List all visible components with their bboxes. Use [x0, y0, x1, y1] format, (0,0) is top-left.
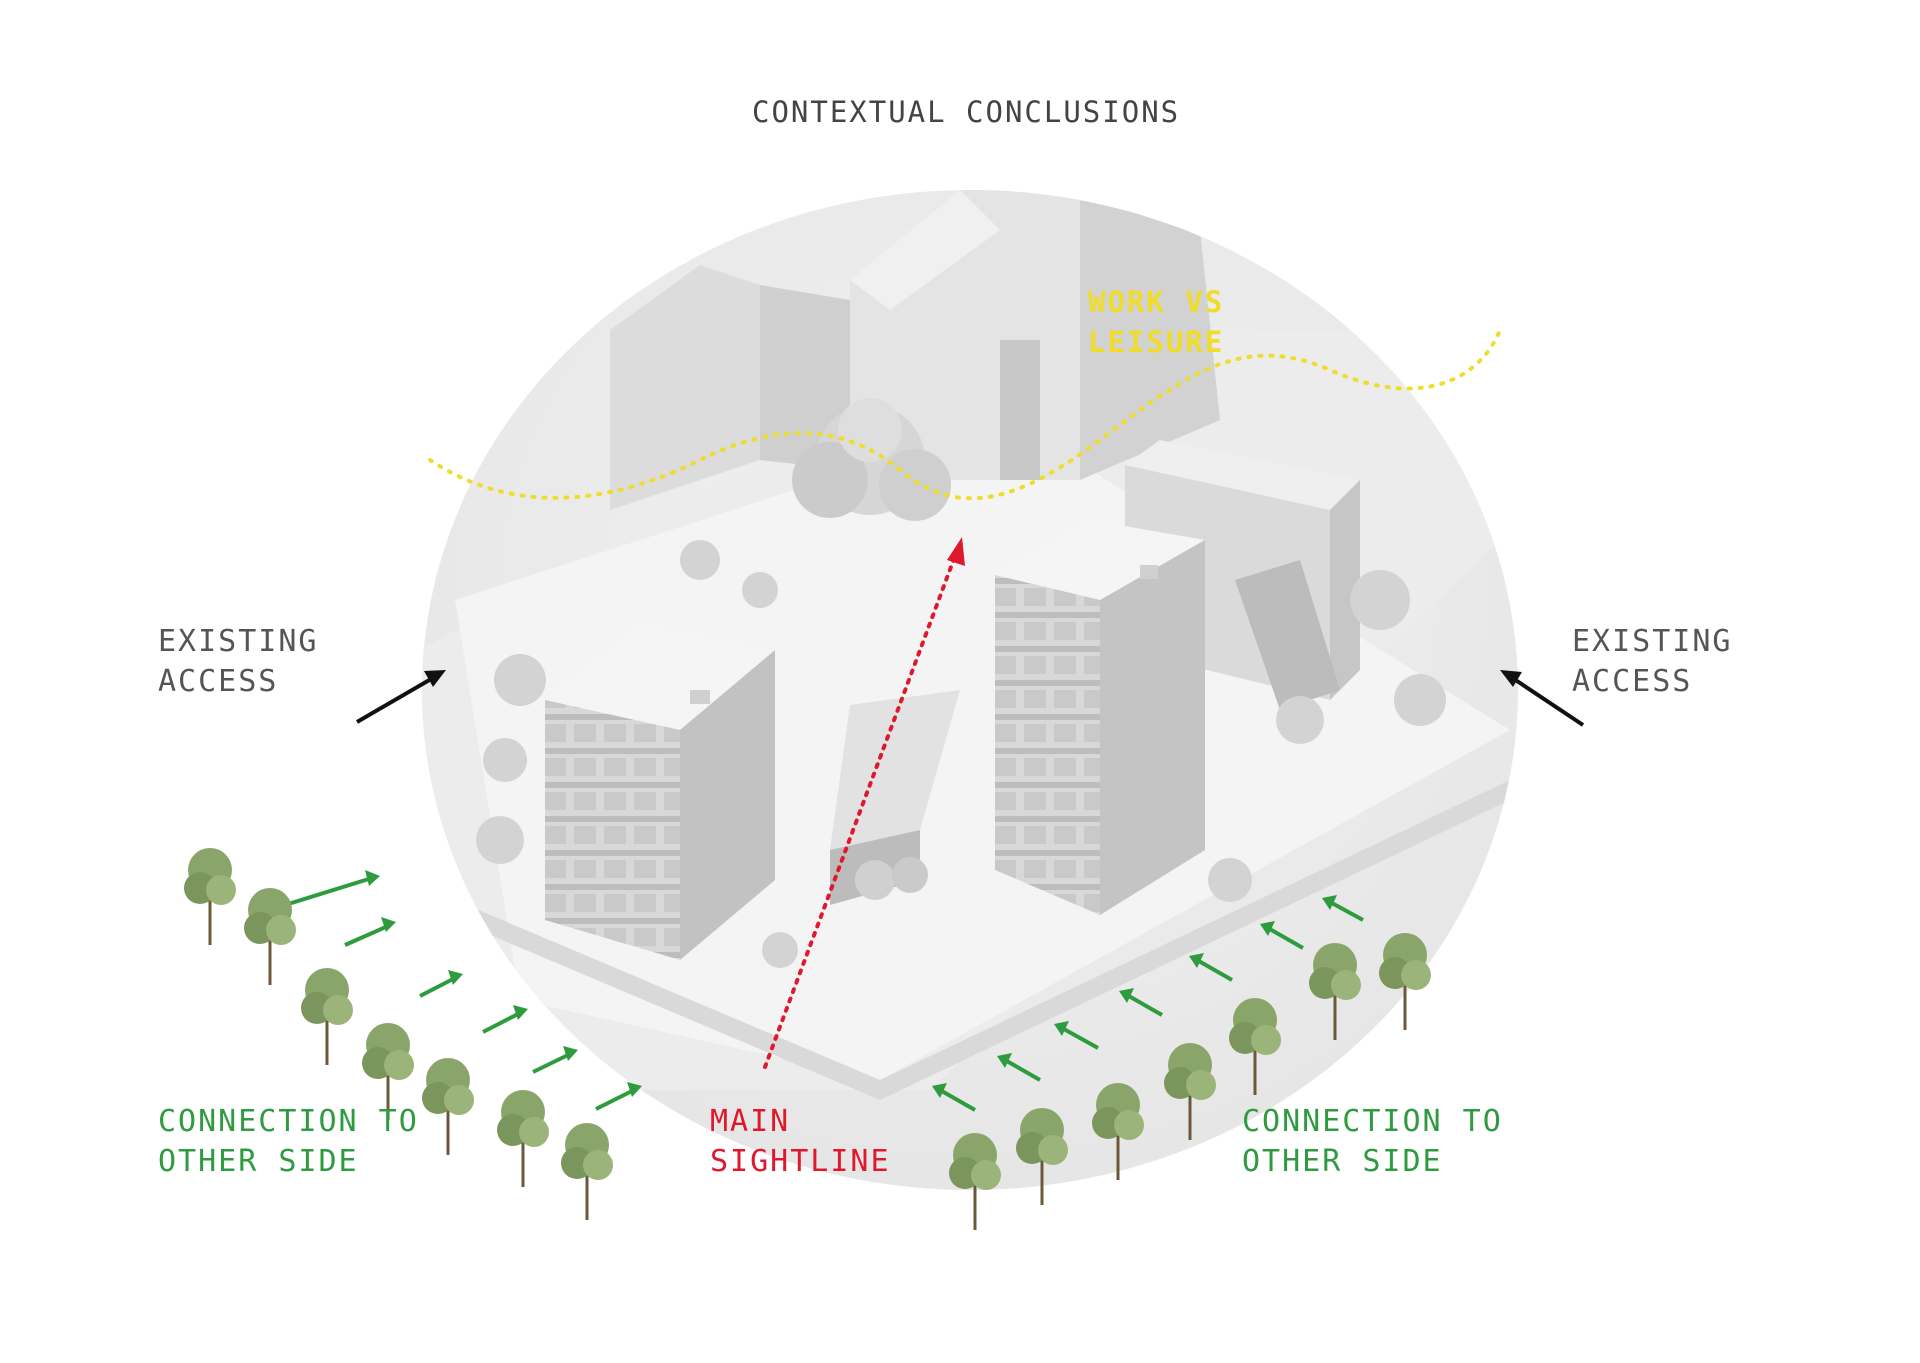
diagram-title: CONTEXTUAL CONCLUSIONS: [752, 95, 1181, 129]
main-sightline-line: [763, 546, 960, 1069]
connection-left-line2: OTHER SIDE: [158, 1144, 359, 1179]
site-model: [422, 190, 1518, 1100]
main-sightline-line1: MAIN: [710, 1104, 791, 1139]
work-leisure-boundary: [428, 328, 1502, 501]
central-canopy: [830, 690, 960, 905]
street-trees-right: [949, 933, 1431, 1230]
access-arrow-left: [355, 670, 446, 724]
site-edge: [455, 780, 1510, 1100]
connection-right-line1: CONNECTION TO: [1242, 1104, 1503, 1139]
street-trees-left: [184, 848, 613, 1220]
existing-access-right-line2: ACCESS: [1572, 664, 1693, 699]
main-sightline-arrowhead: [947, 537, 965, 566]
connection-right-line2: OTHER SIDE: [1242, 1144, 1443, 1179]
right-main-building: [995, 520, 1205, 915]
site-shrubs: [476, 540, 1446, 968]
left-building: [545, 625, 775, 960]
existing-access-right-line1: EXISTING: [1572, 624, 1733, 659]
access-arrow-right: [1500, 670, 1585, 727]
connection-left-line1: CONNECTION TO: [158, 1104, 419, 1139]
work-leisure-label-line1: WORK VS: [1088, 285, 1225, 319]
existing-access-left-line2: ACCESS: [158, 664, 279, 699]
existing-access-left-line1: EXISTING: [158, 624, 319, 659]
work-leisure-label-line2: LEISURE: [1088, 325, 1225, 359]
connection-arrows-left: [284, 870, 642, 1111]
main-sightline-line2: SIGHTLINE: [710, 1144, 891, 1179]
connection-arrows-right: [932, 895, 1364, 1112]
central-tree: [792, 398, 951, 521]
